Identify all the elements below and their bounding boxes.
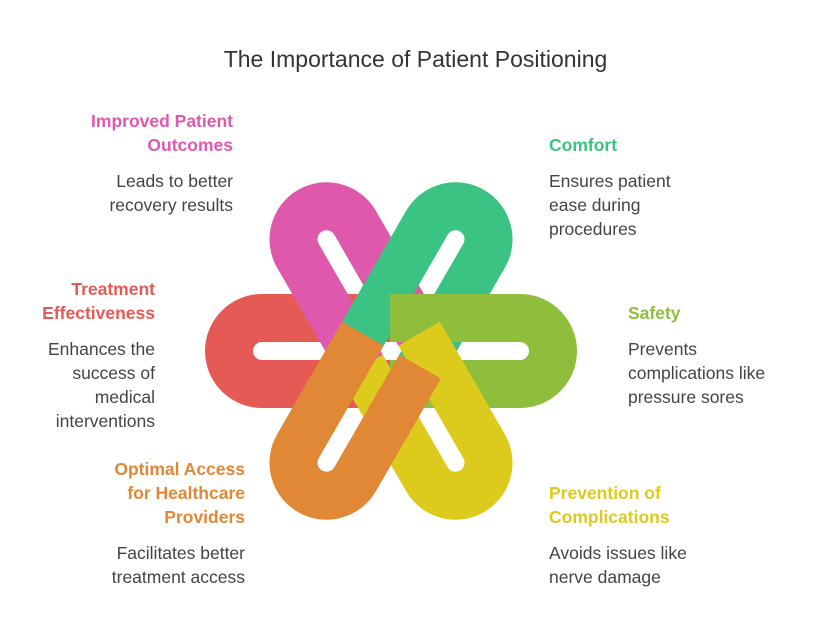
item-title: Treatment Effectiveness (42, 279, 155, 323)
item-outcomes: Improved Patient Outcomes Leads to bette… (91, 109, 233, 217)
item-comfort: Comfort Ensures patient ease during proc… (549, 133, 671, 241)
item-safety: Safety Prevents complications like press… (628, 301, 765, 409)
item-description: Prevents complications like pressure sor… (628, 339, 766, 407)
item-title: Safety (628, 303, 681, 323)
item-description: Ensures patient ease during procedures (549, 171, 671, 239)
loop-comfort (341, 182, 513, 381)
loop-outcomes (269, 182, 441, 381)
item-treatment: Treatment Effectiveness Enhances the suc… (42, 277, 155, 433)
item-title: Optimal Access for Healthcare Providers (114, 459, 245, 527)
diagram-title: The Importance of Patient Positioning (223, 46, 608, 72)
item-description: Leads to better recovery results (109, 171, 233, 215)
item-description: Avoids issues like nerve damage (549, 543, 687, 587)
item-access: Optimal Access for Healthcare Providers … (112, 457, 245, 589)
loop-safety (390, 294, 577, 408)
loop-prevention (341, 321, 513, 520)
item-title: Comfort (549, 135, 618, 155)
item-description: Facilitates better treatment access (111, 543, 245, 587)
item-prevention: Prevention of Complications Avoids issue… (549, 481, 687, 589)
item-description: Enhances the success of medical interven… (47, 339, 155, 431)
item-title: Improved Patient Outcomes (91, 111, 233, 155)
item-title: Prevention of Complications (549, 483, 670, 527)
loop-access (269, 321, 441, 520)
loop-treatment (205, 294, 392, 408)
